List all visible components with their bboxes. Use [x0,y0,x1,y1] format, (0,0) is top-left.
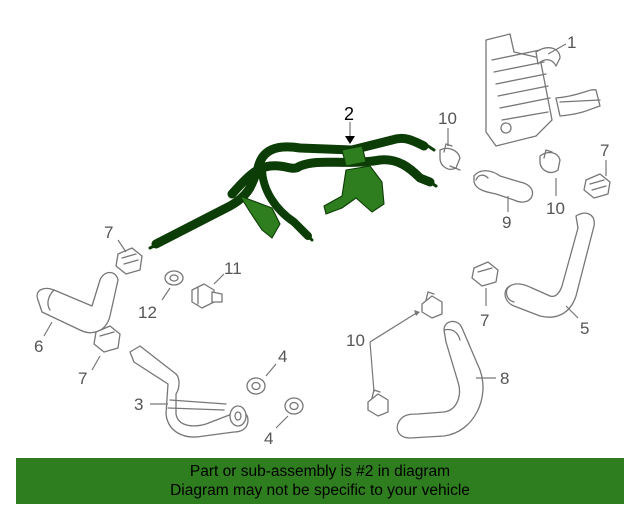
callout-9: 9 [502,213,511,232]
callout-7-bottom-left: 7 [78,369,87,388]
callout-10-bottom: 10 [346,331,365,350]
gasket-washer-part[interactable] [284,397,304,415]
callout-7-center: 7 [480,311,489,330]
callout-12: 12 [138,303,157,322]
callout-8: 8 [500,369,509,388]
hose-clip-part[interactable] [93,325,121,353]
callout-10-right: 10 [546,199,565,218]
hose-clamp-part[interactable] [439,143,461,171]
hose-clip-part[interactable] [115,247,143,275]
elbow-hose-part[interactable] [36,271,119,334]
union-fitting-part[interactable] [191,283,223,309]
oil-pipe-part[interactable] [129,345,249,438]
oil-cooler-part[interactable] [485,33,601,147]
banner-line-part: Part or sub-assembly is #2 in diagram [189,463,451,480]
callout-3: 3 [134,395,143,414]
banner-line-disclaimer: Diagram may not be specific to your vehi… [170,482,470,499]
callout-10-top: 10 [438,109,457,128]
oil-cooler-tube-assembly-part[interactable] [148,133,438,250]
hose-clip-part[interactable] [583,173,611,199]
hose-clamp-part[interactable] [367,389,389,417]
callout-1: 1 [567,33,576,52]
gasket-washer-part[interactable] [164,270,184,286]
callout-4-top: 4 [278,347,287,366]
short-hose-part[interactable] [473,170,534,203]
callout-11: 11 [224,259,242,278]
part-info-banner: Part or sub-assembly is #2 in diagram Di… [16,458,624,504]
callout-5: 5 [580,319,589,338]
hose-clamp-part[interactable] [421,291,443,319]
curved-hose-part[interactable] [396,320,484,439]
callout-2: 2 [344,104,354,124]
hose-clamp-part[interactable] [539,149,561,174]
callout-6: 6 [34,337,43,356]
callout-7-top-left: 7 [104,223,113,242]
hose-clip-part[interactable] [471,261,499,287]
long-hose-part[interactable] [504,212,595,318]
gasket-washer-part[interactable] [246,377,266,395]
callout-4-bottom: 4 [264,429,273,448]
callout-7-right: 7 [600,141,609,160]
